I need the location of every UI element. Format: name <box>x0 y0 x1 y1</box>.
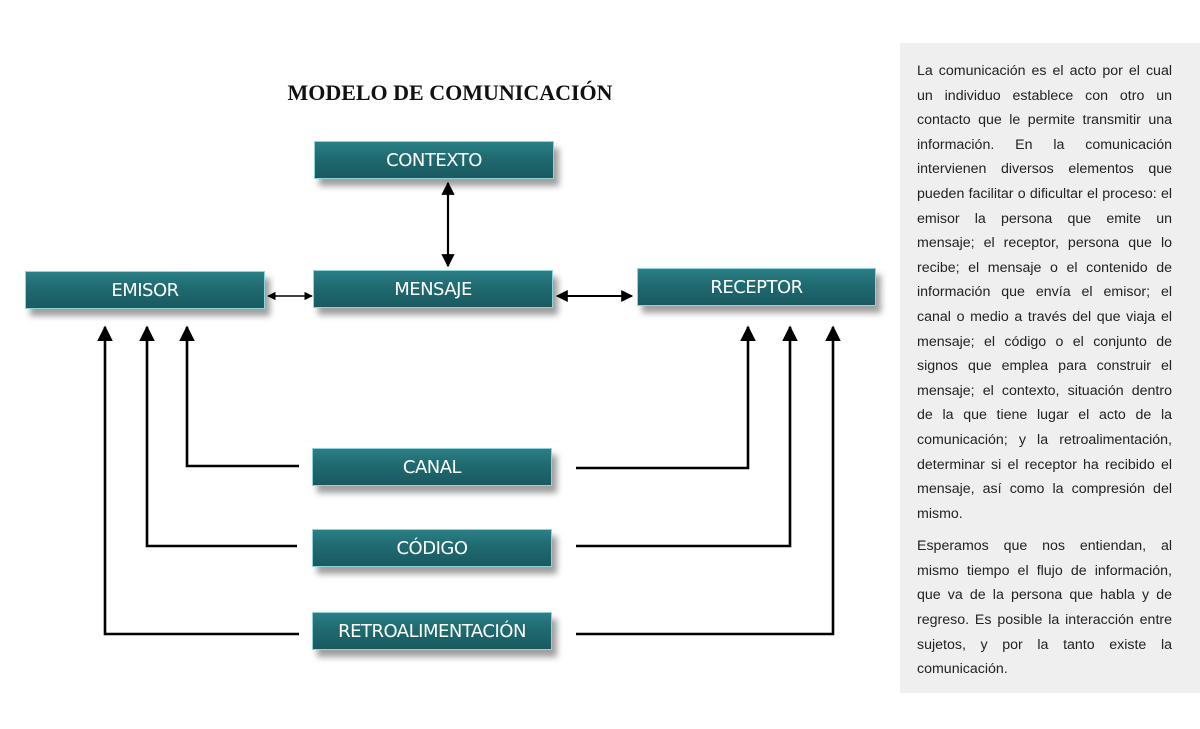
node-codigo-label: CÓDIGO <box>396 537 468 559</box>
node-mensaje-label: MENSAJE <box>394 278 472 300</box>
codigo-receptor-connector <box>576 325 798 548</box>
description-paragraph-1: La comunicación es el acto por el cual u… <box>917 63 1172 522</box>
node-retroalimentacion: RETROALIMENTACIÓN <box>312 612 552 650</box>
node-mensaje: MENSAJE <box>313 270 553 308</box>
retroalimentacion-receptor-connector <box>576 325 841 636</box>
node-canal: CANAL <box>312 448 552 486</box>
description-panel: La comunicación es el acto por el cual u… <box>900 43 1200 693</box>
node-receptor: RECEPTOR <box>637 268 876 306</box>
node-emisor: EMISOR <box>25 271 265 309</box>
node-canal-label: CANAL <box>402 456 462 478</box>
node-receptor-label: RECEPTOR <box>710 276 803 298</box>
canal-receptor-connector <box>576 325 756 470</box>
canal-emisor-connector <box>179 325 299 468</box>
node-emisor-label: EMISOR <box>111 279 179 301</box>
node-contexto-label: CONTEXTO <box>386 149 482 171</box>
description-paragraph-2: Esperamos que nos entiendan, al mismo ti… <box>917 538 1172 678</box>
retroalimentacion-emisor-connector <box>97 325 299 636</box>
connector-layer <box>97 181 841 636</box>
node-retroalimentacion-label: RETROALIMENTACIÓN <box>338 620 526 642</box>
node-codigo: CÓDIGO <box>312 529 552 567</box>
codigo-emisor-connector <box>139 325 297 548</box>
node-contexto: CONTEXTO <box>314 141 554 179</box>
diagram-title: MODELO DE COMUNICACIÓN <box>287 80 613 105</box>
